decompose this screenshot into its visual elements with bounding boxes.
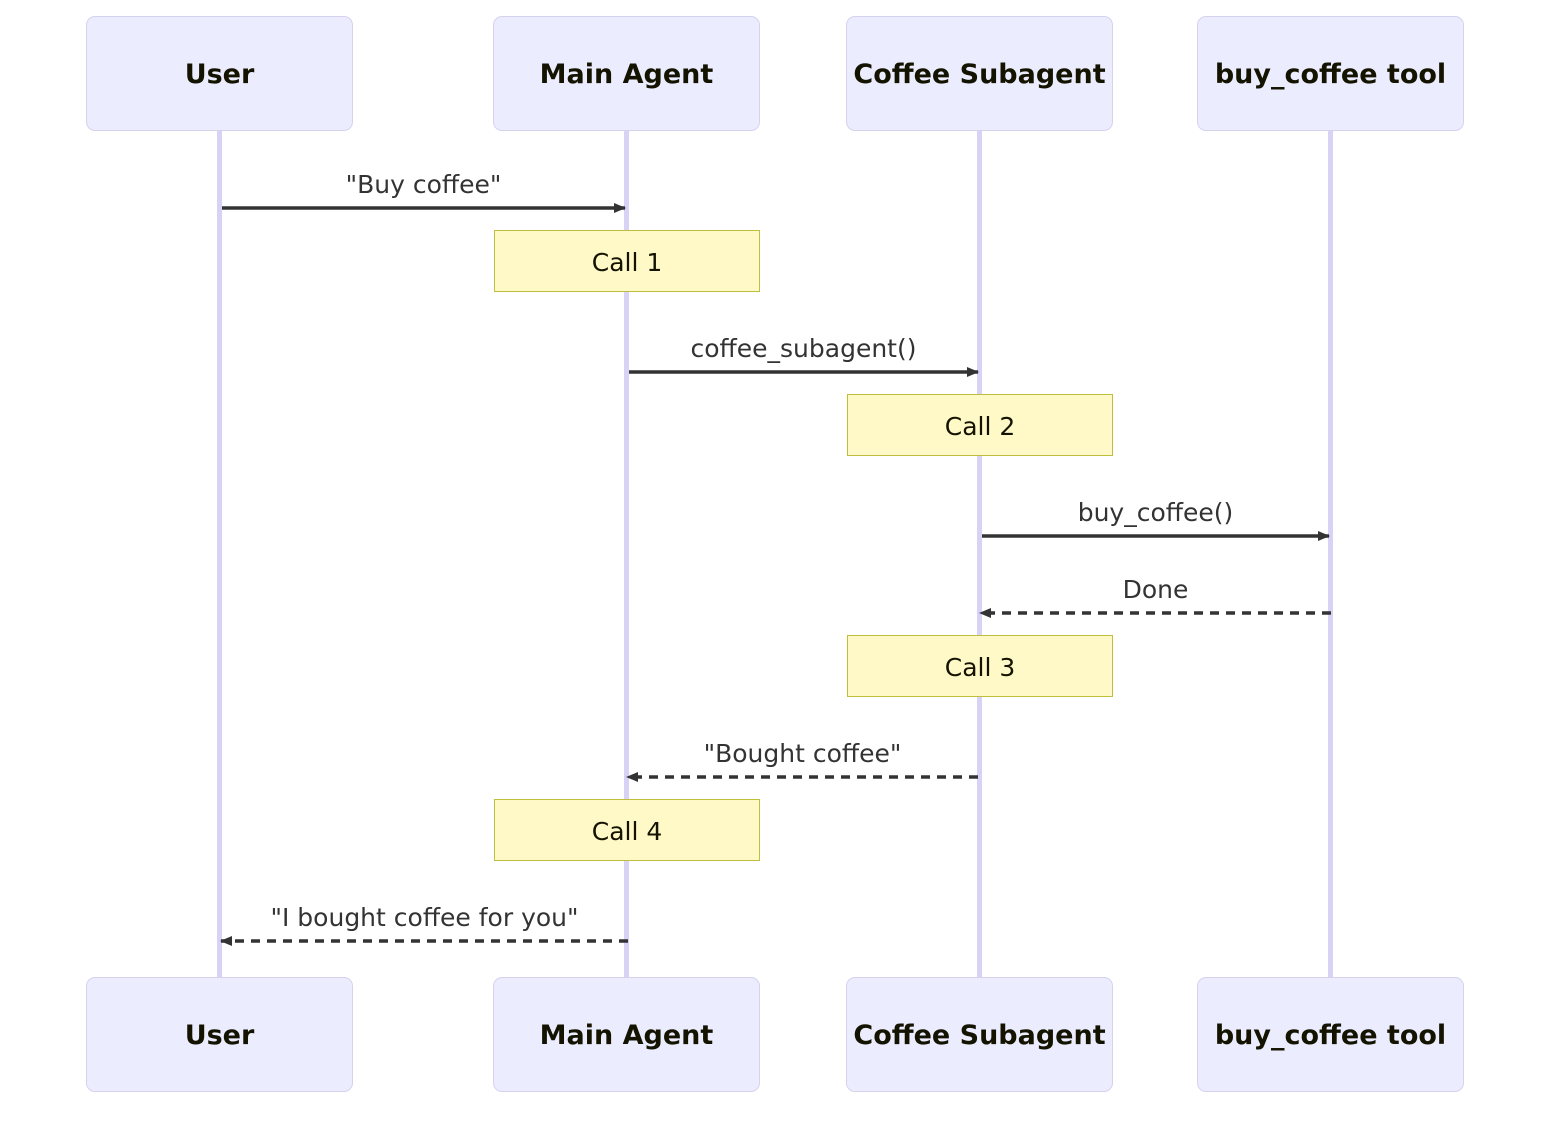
participant-box-user-top[interactable] <box>86 16 353 131</box>
lifeline-buy-coffee-tool <box>1328 131 1333 977</box>
note-box-call-3[interactable] <box>847 635 1113 697</box>
participant-box-user-bottom[interactable] <box>86 977 353 1092</box>
participant-box-buy-coffee-tool-bottom[interactable] <box>1197 977 1464 1092</box>
lifeline-user <box>217 131 222 977</box>
lifeline-coffee-subagent <box>977 131 982 977</box>
participant-box-buy-coffee-tool-top[interactable] <box>1197 16 1464 131</box>
participant-box-main-agent-top[interactable] <box>493 16 760 131</box>
note-box-call-4[interactable] <box>494 799 760 861</box>
note-box-call-1[interactable] <box>494 230 760 292</box>
participant-box-coffee-subagent-top[interactable] <box>846 16 1113 131</box>
participant-box-coffee-subagent-bottom[interactable] <box>846 977 1113 1092</box>
note-box-call-2[interactable] <box>847 394 1113 456</box>
participant-box-main-agent-bottom[interactable] <box>493 977 760 1092</box>
lifeline-main-agent <box>624 131 629 977</box>
